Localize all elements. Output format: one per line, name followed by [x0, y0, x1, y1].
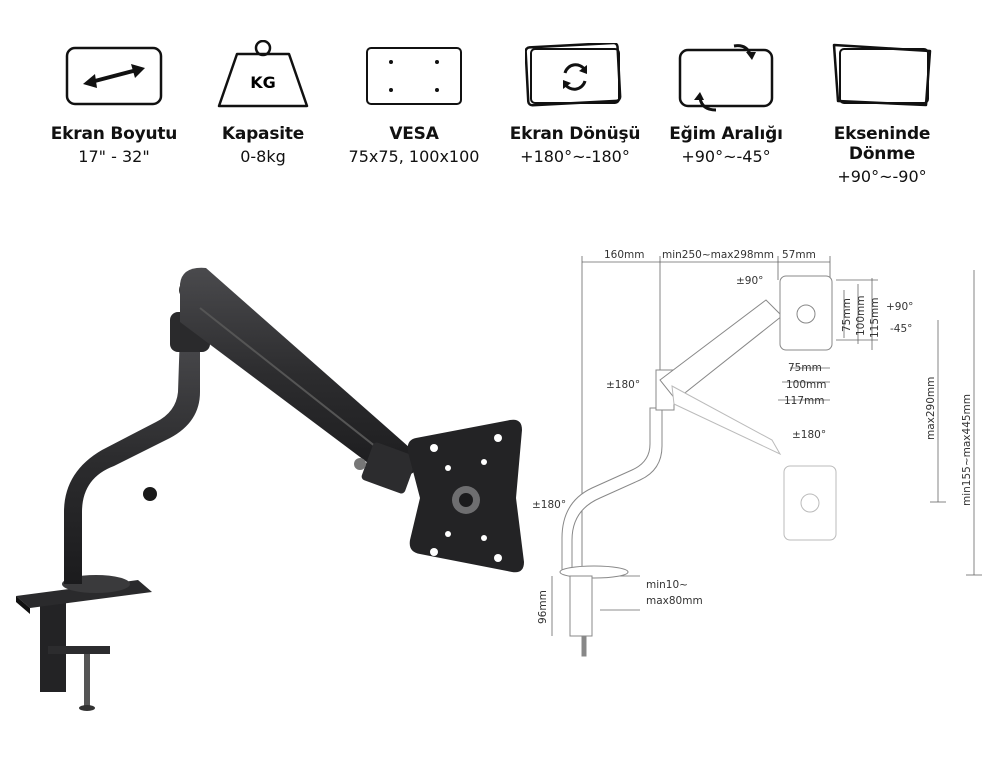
- tilt-down: -45°: [890, 323, 912, 335]
- dim-75h: 75mm: [788, 362, 822, 374]
- spec-title: VESA: [389, 124, 439, 144]
- weight-icon: KG: [183, 40, 343, 112]
- monitor-arm-photo: [16, 267, 524, 711]
- spec-value: 0-8kg: [240, 147, 286, 166]
- spec-value: +180°~-180°: [520, 147, 630, 166]
- dim-reach: min250~max298mm: [662, 249, 774, 261]
- tilt-up: +90°: [886, 301, 913, 313]
- rot-180a: ±180°: [606, 379, 640, 391]
- dim-75v: 75mm: [841, 298, 853, 332]
- dim-100v: 100mm: [855, 296, 867, 337]
- weight-label: KG: [250, 73, 276, 92]
- dim-100h: 100mm: [786, 379, 827, 391]
- dim-160: 160mm: [604, 249, 645, 261]
- dimension-diagram: 160mm min250~max298mm 57mm ±90° 75mm 100…: [532, 249, 982, 657]
- dim-115v: 115mm: [869, 298, 881, 339]
- dim-57: 57mm: [782, 249, 816, 261]
- spec-title: Ekseninde Dönme: [833, 124, 931, 164]
- dim-117h: 117mm: [784, 395, 825, 407]
- swivel-icon: [802, 40, 962, 112]
- spec-title: Eğim Aralığı: [669, 124, 783, 144]
- spec-value: +90°~-90°: [837, 167, 927, 186]
- height-290: max290mm: [925, 377, 937, 440]
- spec-title: Kapasite: [221, 124, 305, 144]
- spec-screen-size: Ekran Boyutu 17" - 32": [34, 40, 194, 166]
- spec-title: Ekran Boyutu: [50, 124, 178, 144]
- rot-90: ±90°: [736, 275, 763, 287]
- spec-vesa: VESA 75x75, 100x100: [334, 40, 494, 166]
- spec-value: +90°~-45°: [681, 147, 771, 166]
- vesa-icon: [334, 40, 494, 112]
- rot-180b: ±180°: [792, 429, 826, 441]
- spec-value: 75x75, 100x100: [348, 147, 480, 166]
- spec-title: Ekran Dönüşü: [509, 124, 641, 144]
- tilt-icon: [646, 40, 806, 112]
- screen-size-icon: [34, 40, 194, 112]
- clamp-range-2: max80mm: [646, 595, 703, 607]
- spec-swivel: Ekseninde Dönme +90°~-90°: [802, 40, 962, 186]
- rotation-icon: [495, 40, 655, 112]
- clamp-range-1: min10~: [646, 579, 688, 591]
- spec-rotation: Ekran Dönüşü +180°~-180°: [495, 40, 655, 166]
- height-total: min155~max445mm: [961, 394, 973, 506]
- spec-value: 17" - 32": [78, 147, 150, 166]
- clamp-height: 96mm: [537, 590, 549, 624]
- spec-tilt: Eğim Aralığı +90°~-45°: [646, 40, 806, 166]
- spec-capacity: KG Kapasite 0-8kg: [183, 40, 343, 166]
- rot-180c: ±180°: [532, 499, 566, 511]
